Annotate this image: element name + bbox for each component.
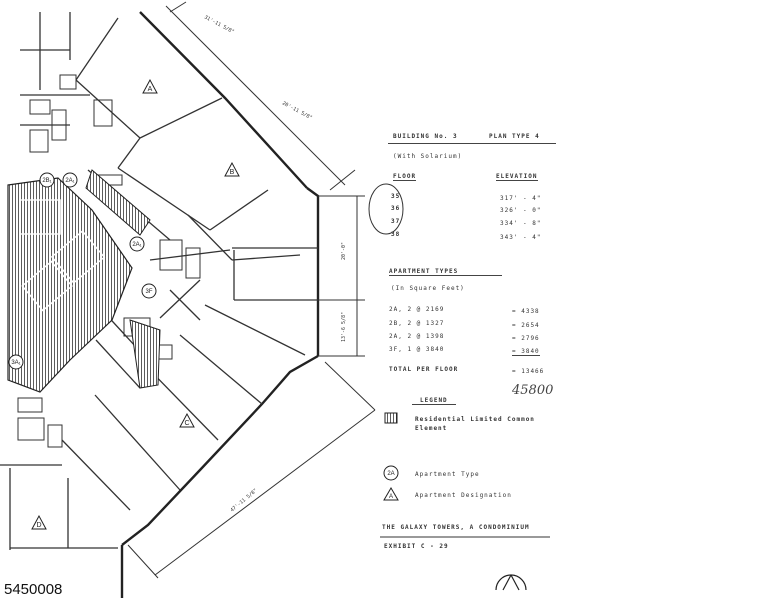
dimension-lines (127, 1, 376, 579)
dim-upper-right: 20'-11 5/8" (281, 100, 313, 121)
legend-type-circle-text: 2A (387, 471, 394, 477)
apt-type-row-0: 2A, 2 @ 2169 (389, 306, 445, 313)
legend-type-text: Apartment Type (415, 471, 480, 478)
stair-outlines (19, 199, 106, 312)
floor-header: FLOOR (393, 173, 417, 181)
building-number: BUILDING No. 3 (393, 133, 458, 140)
apt-area-row-3: = 3840 (512, 348, 540, 356)
corridor-hatched-area (85, 169, 151, 236)
type-2A1-label-top: 2A₁ (65, 178, 74, 184)
apt-type-row-3: 3F, 1 @ 3840 (389, 346, 445, 353)
apartment-designation-letters: A B C D (36, 86, 234, 529)
plan-type: PLAN TYPE 4 (489, 133, 540, 140)
handwritten-note: 45800 (512, 383, 554, 398)
type-3A1-circle (8, 354, 24, 370)
floor-row-3: 38 (391, 231, 401, 238)
handwritten-floor-circle (368, 183, 404, 235)
legend-hatch-text: Residential Limited Common Element (415, 416, 535, 432)
apartment-type-symbols (8, 172, 157, 370)
listing-id: 5450008 (4, 581, 63, 598)
common-element-hatched-area (7, 177, 133, 393)
exhibit-number: EXHIBIT C - 29 (384, 543, 449, 550)
total-per-floor-label: TOTAL PER FLOOR (389, 366, 459, 373)
apartment-types-header: APARTMENT TYPES (389, 268, 502, 276)
legend-designation-text: Apartment Designation (415, 492, 512, 499)
floor-row-2: 37 (391, 218, 401, 225)
type-2B1-label: 2B₁ (42, 178, 51, 184)
apartment-A-letter: A (148, 86, 153, 93)
legend-header: LEGEND (412, 397, 456, 405)
apartment-designation-symbols (31, 78, 240, 530)
apt-area-row-2: = 2796 (512, 335, 540, 342)
legend-triangle-text: A (389, 494, 393, 500)
dim-vertical-2: 13'-6 5/8" (341, 312, 347, 342)
floor-row-1: 36 (391, 205, 401, 212)
apartment-C-symbol (179, 412, 195, 428)
north-arrow (495, 574, 527, 591)
legend-triangle (383, 487, 399, 501)
elevation-row-1: 326' - 0" (500, 207, 542, 214)
apartment-D-symbol (31, 514, 47, 530)
apartment-C-letter: C (184, 420, 189, 427)
elevation-header: ELEVATION (496, 173, 538, 181)
total-per-floor-value: = 13466 (512, 368, 545, 375)
apartment-B-symbol (224, 161, 240, 177)
legend-type-circle (383, 465, 399, 481)
floor-row-0: 35 (391, 193, 401, 200)
corridor-hatched-area-2 (129, 319, 161, 389)
type-2A1-label-mid: 2A₁ (132, 242, 141, 248)
interior-walls (0, 12, 318, 550)
elevation-row-0: 317' - 4" (500, 195, 542, 202)
type-2A1-circle-mid (129, 236, 145, 252)
apartment-D-letter: D (36, 522, 41, 529)
apt-area-row-1: = 2654 (512, 322, 540, 329)
exterior-walls (120, 11, 320, 598)
dim-vertical-1: 20'-0" (341, 242, 347, 260)
plan-variant: (With Solarium) (393, 153, 463, 160)
apt-type-row-1: 2B, 2 @ 1327 (389, 320, 445, 327)
type-2B1-circle (39, 172, 55, 188)
apt-type-row-2: 2A, 2 @ 1398 (389, 333, 445, 340)
apartment-B-letter: B (230, 169, 235, 176)
legend-hatch-swatch (384, 412, 398, 424)
type-2A1-circle-top (62, 172, 78, 188)
dimension-labels: 31'-11 5/8" 20'-11 5/8" 20'-0" 13'-6 5/8… (203, 14, 347, 513)
condominium-name: THE GALAXY TOWERS, A CONDOMINIUM (382, 524, 530, 531)
type-3F-label: 3F (145, 289, 152, 295)
apartment-A-symbol (142, 78, 158, 94)
apartment-type-labels: 2B₁ 2A₁ 2A₁ 3F 3A₁ (11, 178, 153, 366)
header-rule (388, 143, 556, 144)
dim-top: 31'-11 5/8" (203, 14, 235, 35)
units-note: (In Square Feet) (391, 285, 465, 292)
elevation-row-2: 334' - 8" (500, 220, 542, 227)
type-3A1-label: 3A₁ (11, 360, 20, 366)
apt-area-row-0: = 4338 (512, 308, 540, 315)
elevation-row-3: 343' - 4" (500, 234, 542, 241)
type-3F-circle (141, 283, 157, 299)
